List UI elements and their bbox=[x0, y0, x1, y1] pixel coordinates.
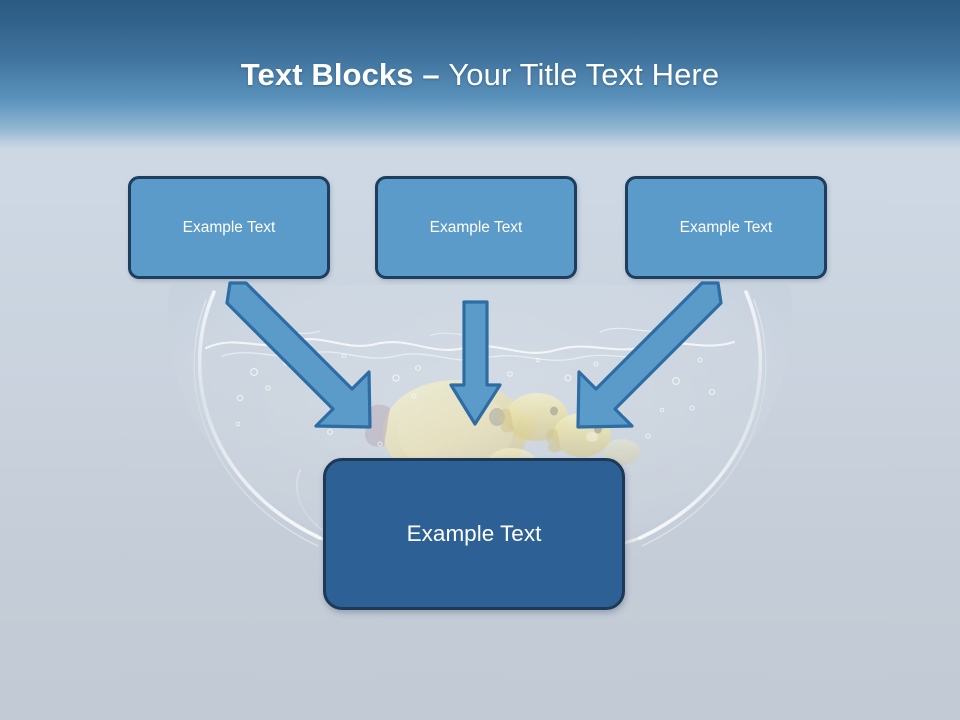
arrow-left-down-right-icon[interactable] bbox=[225, 281, 372, 429]
text-block-3-label: Example Text bbox=[679, 218, 773, 236]
text-block-3[interactable]: Example Text bbox=[625, 176, 827, 279]
result-text-block-label: Example Text bbox=[406, 521, 542, 546]
text-block-2-label: Example Text bbox=[429, 218, 523, 236]
header-band bbox=[0, 0, 960, 150]
page-title: Text Blocks – Your Title Text Here bbox=[0, 54, 960, 96]
page-title-bold: Text Blocks bbox=[240, 57, 423, 92]
text-block-2[interactable]: Example Text bbox=[375, 176, 577, 279]
text-block-1-label: Example Text bbox=[182, 218, 276, 236]
result-text-block[interactable]: Example Text bbox=[323, 458, 625, 610]
page-title-separator: – bbox=[422, 57, 449, 92]
arrow-center-down-icon[interactable] bbox=[449, 300, 502, 426]
arrow-right-down-left-icon[interactable] bbox=[576, 281, 723, 429]
text-block-1[interactable]: Example Text bbox=[128, 176, 330, 279]
page-title-regular: Your Title Text Here bbox=[448, 57, 720, 92]
